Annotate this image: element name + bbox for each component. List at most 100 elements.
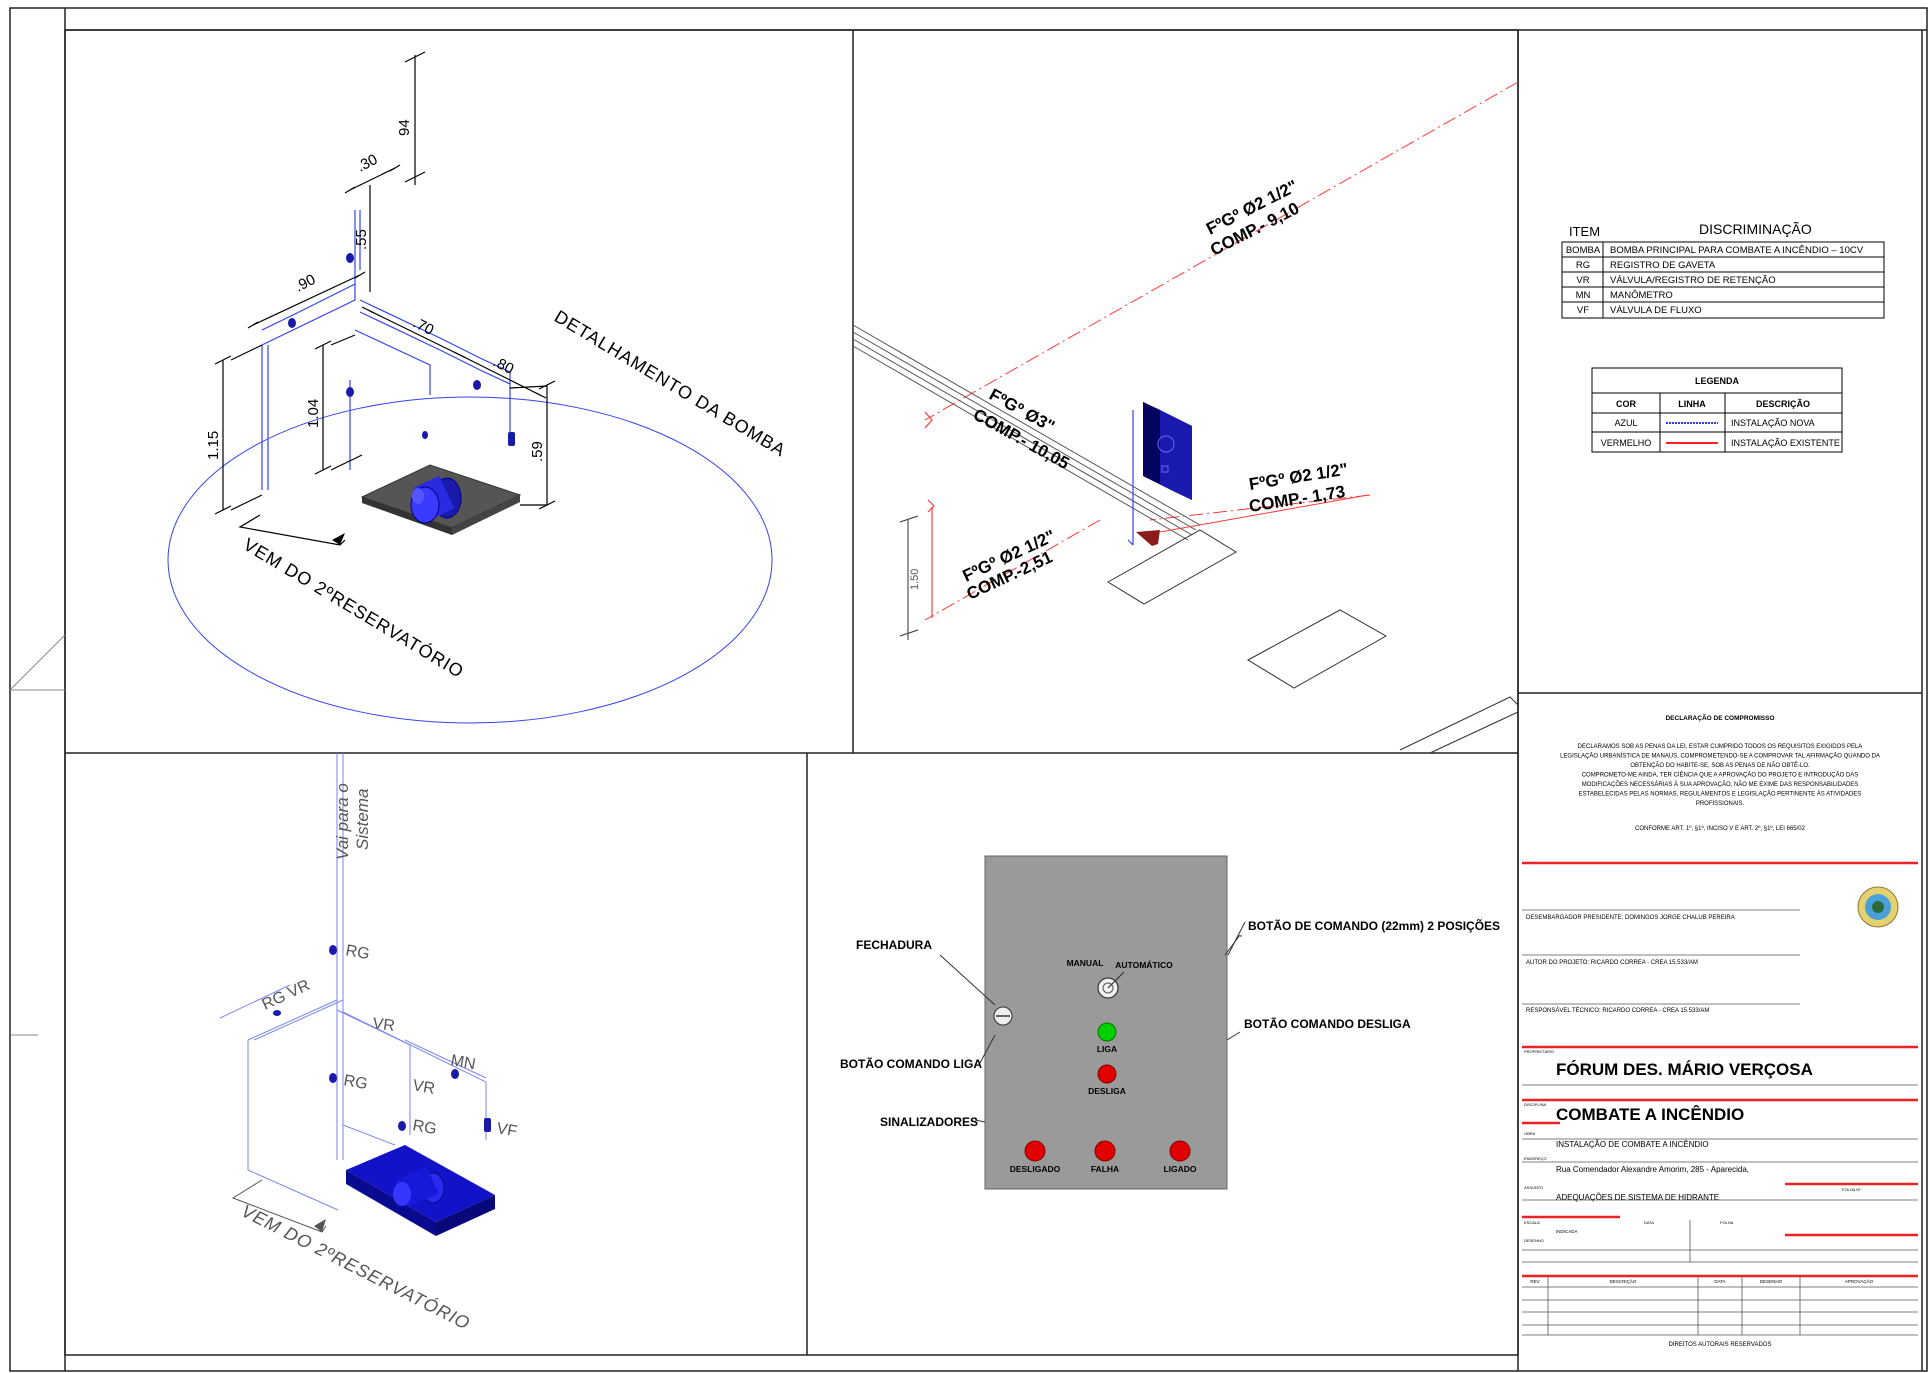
tb-tech: RESPONSÁVEL TÉCNICO: RICARDO CORREA - CR… (1526, 1007, 1709, 1014)
seal-icon (1857, 886, 1899, 928)
legend-col-color: COR (1616, 399, 1637, 409)
tb-scale: INDICADA (1556, 1229, 1578, 1234)
declaration-line: ESTABELECIDAS PELAS NORMAS, REGULAMENTOS… (1579, 791, 1862, 798)
schematic-goes-to-1: Vai para o (333, 783, 352, 860)
callout-btn-off: BOTÃO COMANDO DESLIGA (1244, 1016, 1411, 1031)
schematic-inlet-arrow (231, 1179, 327, 1233)
label-lamp-on: LIGADO (1163, 1164, 1196, 1174)
label-liga: LIGA (1097, 1044, 1117, 1054)
pump-detail-origin: VEM DO 2ºRESERVATÓRIO (240, 533, 468, 682)
declaration-line: DECLARAMOS SOB AS PENAS DA LEI, ESTAR CU… (1578, 744, 1863, 750)
label-rg-low: RG (411, 1117, 438, 1138)
tb-label-sheets: FOLHA (1720, 1220, 1734, 1225)
lamp-fail-icon (1094, 1140, 1116, 1162)
tb-subject: ADEQUAÇÕES DE SISTEMA DE HIDRANTE (1556, 1193, 1719, 1202)
declaration-line: COMPROMETO-ME AINDA, TER CIÊNCIA QUE A A… (1582, 771, 1859, 779)
legend-row-color: AZUL (1614, 418, 1637, 428)
lamp-on-icon (1169, 1140, 1191, 1162)
control-panel-view: MANUAL AUTOMÁTICO LIGA DESLIGA DESLIGADO… (840, 855, 1500, 1190)
label-vr-mid: VR (411, 1077, 436, 1098)
label-vf: VF (495, 1120, 518, 1140)
legend-row-desc: INSTALAÇÃO NOVA (1731, 418, 1815, 428)
label-rg-mid: RG (342, 1072, 369, 1093)
items-row-desc: REGISTRO DE GAVETA (1610, 260, 1716, 271)
dim-104: 1.04 (305, 399, 322, 428)
callout-lock: FECHADURA (856, 938, 932, 952)
items-row-desc: MANÔMETRO (1610, 290, 1673, 301)
declaration-ref: CONFORME ART. 1º, §1º, INCISO V E ART. 2… (1635, 825, 1806, 832)
callout-btn-on: BOTÃO COMANDO LIGA (840, 1056, 982, 1071)
tb-address: Rua Comendador Alexandre Amorim, 285 - A… (1556, 1165, 1749, 1174)
control-panel-box (984, 855, 1228, 1190)
declaration-line: OBTENÇÃO DO HABITE-SE, SOB AS PENAS DE N… (1630, 761, 1810, 769)
declaration-title: DECLARAÇÃO DE COMPROMISSO (1665, 713, 1774, 722)
dim-80: .80 (490, 353, 516, 378)
detail-ellipse (167, 396, 773, 724)
tb-label-address: ENDEREÇO (1524, 1156, 1547, 1161)
floor-outlines (899, 515, 1519, 754)
lamp-off-icon (1024, 1140, 1046, 1162)
red-rules (1522, 861, 1918, 1278)
callout-signals: SINALIZADORES (880, 1115, 978, 1129)
dim-115: 1.15 (205, 431, 222, 460)
sheet-frame (9, 7, 1928, 1372)
inlet-arrow (238, 514, 346, 546)
label-rg-vr: RG VR (260, 977, 313, 1014)
pump-motor (410, 475, 462, 524)
items-row-code: BOMBA (1566, 245, 1601, 256)
legend-title: LEGENDA (1695, 376, 1740, 386)
label-desliga: DESLIGA (1088, 1086, 1126, 1096)
declaration-line: PROFISSIONAIS. (1696, 801, 1745, 807)
declaration-line: LEGISLAÇÃO URBANÍSTICA DE MANAUS, COMPRO… (1560, 753, 1880, 760)
left-margin-marks (9, 634, 66, 1036)
green-button-icon (1097, 1022, 1117, 1042)
rev-col-rev: REV (1530, 1279, 1539, 1284)
pipe-vertical-dim: 1.50 (909, 569, 921, 590)
rev-col-drawing: DESENHO (1760, 1279, 1783, 1284)
flow-arrow (1136, 530, 1160, 546)
legend-row-desc: INSTALAÇÃO EXISTENTE (1731, 438, 1840, 448)
label-rg-top: RG (344, 942, 371, 963)
tb-label-date: DATA (1644, 1220, 1654, 1225)
existing-pipes (924, 81, 1519, 621)
tb-label-project: PROPRIETÁRIO (1524, 1049, 1554, 1054)
tb-label-subject: ASSUNTO (1524, 1185, 1543, 1190)
pump-schematic-view: Vai para o Sistema RG RG VR VR MN RG VR … (219, 753, 519, 1334)
fire-hose-cabinet (1143, 402, 1192, 500)
dim-90: .90 (292, 271, 318, 296)
title-block: DECLARAÇÃO DE COMPROMISSO DECLARAMOS SOB… (1522, 713, 1918, 1348)
tb-work: INSTALAÇÃO DE COMBATE A INCÊNDIO (1556, 1140, 1709, 1149)
tb-label-scale: ESCALA (1524, 1220, 1540, 1225)
label-manual: MANUAL (1067, 958, 1104, 968)
schematic-valves (273, 945, 491, 1132)
items-row-code: RG (1576, 260, 1590, 271)
rev-col-approval: APROVAÇÃO (1845, 1278, 1874, 1284)
label-lamp-off: DESLIGADO (1010, 1164, 1061, 1174)
pump-piping (261, 210, 511, 490)
tb-label-sheet: FOLHA Nº (1842, 1187, 1861, 1192)
label-mn: MN (449, 1052, 476, 1073)
items-row-code: MN (1576, 290, 1591, 301)
pump-detail-view: 94 .30 .55 .90 .70 .80 1.04 1.15 .59 DET… (167, 51, 790, 724)
piping-isometric-view: FºGº Ø2 1/2" COMP.- 9,10 FºGº Ø3" COMP.-… (852, 81, 1519, 754)
tb-label-drawing: DESENHO (1524, 1238, 1544, 1243)
tb-project: FÓRUM DES. MÁRIO VERÇOSA (1556, 1060, 1813, 1079)
pump-valves (288, 253, 515, 446)
label-vr: VR (371, 1015, 395, 1035)
legend-row-color: VERMELHO (1601, 438, 1652, 448)
dimension-lines (214, 51, 556, 515)
declaration-line: MODIFICAÇÕES NECESSÁRIAS À SUA APROVAÇÃO… (1582, 781, 1859, 788)
dim-70: .70 (410, 314, 436, 339)
dim-55: .55 (353, 229, 370, 250)
items-row-code: VF (1577, 305, 1589, 316)
items-col-item: ITEM (1569, 224, 1600, 239)
label-lamp-fail: FALHA (1091, 1164, 1119, 1174)
schematic-goes-to-2: Sistema (353, 789, 372, 850)
label-auto: AUTOMÁTICO (1115, 960, 1173, 970)
existing-conduits (852, 324, 1201, 541)
tb-discipline: COMBATE A INCÊNDIO (1556, 1105, 1744, 1124)
dim-30: .30 (354, 151, 380, 176)
